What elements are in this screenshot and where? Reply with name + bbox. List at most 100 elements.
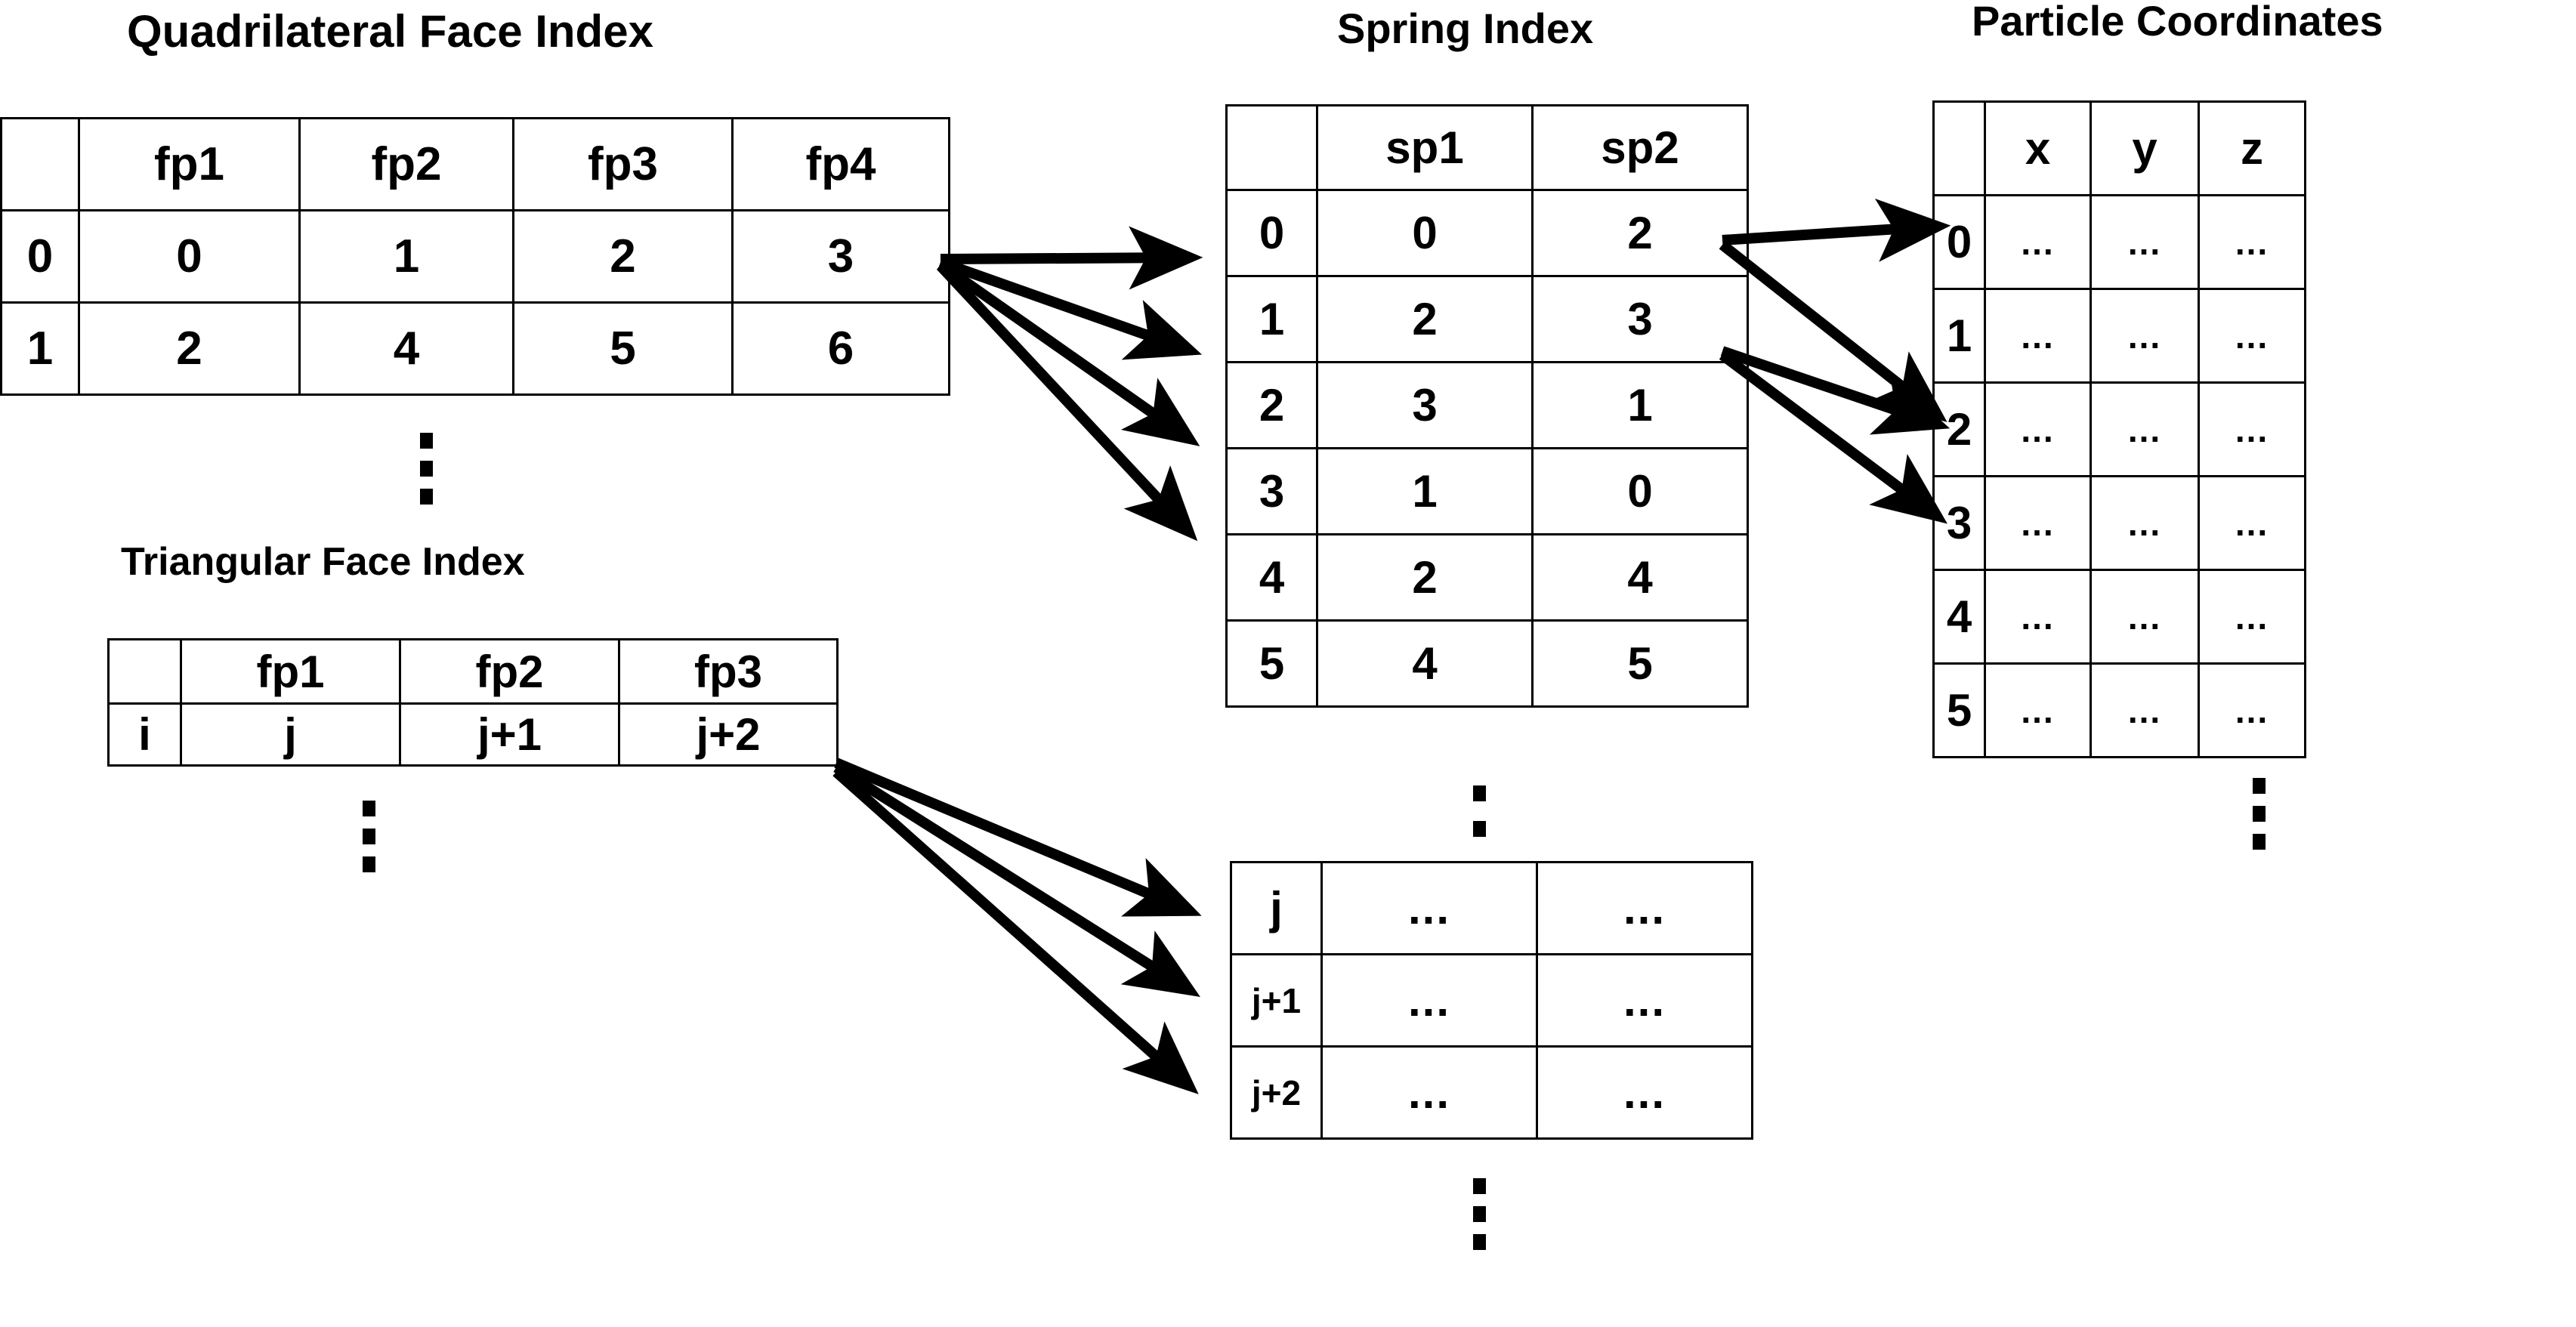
table-row: j+2 ... ... [1230,1045,1753,1140]
dot [363,856,375,872]
tri-face-index-table: fp1 fp2 fp3 i j j+1 j+2 [107,638,839,767]
spring-index-col-sp1: sp1 [1316,104,1534,191]
particle-coordinates-row-0-x: ... [1984,194,2092,290]
spring-index-row-5-index: 5 [1225,619,1318,708]
particle-coordinates-row-5-index: 5 [1932,662,1986,758]
spring-index-lower-row-j-plus-1-sp2: ... [1536,953,1753,1048]
spring-index-header-row: sp1 sp2 [1225,104,1749,191]
particle-coordinates-row-1-x: ... [1984,288,2092,384]
particle-coordinates-row-0-y: ... [2090,194,2200,290]
dot [2253,806,2266,822]
quad-face-index-row-0-fp4: 3 [731,209,950,304]
table-row: 0 0 2 [1225,189,1749,277]
quad-face-index-continuation-dots [420,433,433,505]
particle-coordinates-row-4-y: ... [2090,569,2200,665]
particle-coordinates-row-1-index: 1 [1932,288,1986,384]
spring-index-row-4-sp2: 4 [1531,533,1749,622]
quad-face-index-row-0-fp2: 1 [298,209,514,304]
spring-index-table: sp1 sp2 0 0 2 1 2 3 2 3 1 3 1 0 [1225,104,1749,708]
spring-index-lower-row-j-index: j [1230,861,1323,955]
dot [363,829,375,844]
spring-index-row-1-index: 1 [1225,275,1318,363]
table-row: 0 ... ... ... [1932,194,2306,290]
particle-coordinates-row-2-index: 2 [1932,381,1986,477]
particle-coordinates-row-2-y: ... [2090,381,2200,477]
spring-index-row-4-sp1: 2 [1316,533,1534,622]
table-row: j ... ... [1230,861,1753,955]
tri-face-index-row-i-index: i [107,702,182,767]
particle-coordinates-row-5-x: ... [1984,662,2092,758]
dot [1473,1178,1486,1194]
dot [1473,821,1486,837]
table-row: 0 0 1 2 3 [0,209,950,304]
quad-face-index-col-fp2: fp2 [298,117,514,211]
tri-face-index-row-i-fp3: j+2 [618,702,839,767]
quad-face-index-row-1-fp3: 5 [512,301,734,396]
quad-face-index-row-1-index: 1 [0,301,80,396]
quad-face-index-title: Quadrilateral Face Index [127,6,653,57]
particle-coordinates-row-0-index: 0 [1932,194,1986,290]
spring-index-lower-row-j-sp1: ... [1320,861,1538,955]
tri-face-index-row-i-fp2: j+1 [399,702,620,767]
particle-coordinates-row-5-z: ... [2198,662,2306,758]
spring-index-lower-row-j-plus-2-sp2: ... [1536,1045,1753,1140]
table-row: 3 1 0 [1225,447,1749,535]
particle-coordinates-header-row: x y z [1932,100,2306,196]
particle-coordinates-row-4-z: ... [2198,569,2306,665]
spring-index-row-2-sp2: 1 [1531,361,1749,449]
table-row: 1 ... ... ... [1932,288,2306,384]
table-row: 4 2 4 [1225,533,1749,622]
tri-face-index-corner [107,638,182,705]
arrow-spring1-to-particle-3 [1719,350,1947,524]
quad-face-index-row-0-fp3: 2 [512,209,734,304]
quad-face-index-header-row: fp1 fp2 fp3 fp4 [0,117,950,211]
tri-face-index-col-fp3: fp3 [618,638,839,705]
spring-index-row-2-sp1: 3 [1316,361,1534,449]
quad-face-index-row-1-fp1: 2 [78,301,301,396]
particle-coordinates-row-3-y: ... [2090,475,2200,571]
arrow-group-spring-to-particle [1719,198,1951,524]
quad-face-index-row-1-fp2: 4 [298,301,514,396]
particle-coordinates-row-0-z: ... [2198,194,2306,290]
particle-coordinates-table: x y z 0 ... ... ... 1 ... ... ... 2 ... … [1932,100,2306,758]
spring-index-title: Spring Index [1337,5,1594,52]
spring-index-continuation-dots-lower [1473,1178,1486,1250]
spring-index-row-0-index: 0 [1225,189,1318,277]
arrow-spring1-to-particle-2 [1720,346,1951,435]
dot [2253,778,2266,794]
tri-face-index-continuation-dots [363,801,375,872]
tri-face-index-col-fp1: fp1 [180,638,401,705]
arrow-group-tri-to-spring [832,758,1202,1094]
particle-coordinates-row-3-index: 3 [1932,475,1986,571]
quad-face-index-row-0-fp1: 0 [78,209,301,304]
spring-index-row-1-sp1: 2 [1316,275,1534,363]
table-row: 3 ... ... ... [1932,475,2306,571]
quad-face-index-row-0-index: 0 [0,209,80,304]
particle-coordinates-row-4-x: ... [1984,569,2092,665]
arrow-tri-to-spring-j-plus-2 [832,767,1199,1094]
particle-coordinates-row-2-z: ... [2198,381,2306,477]
particle-coordinates-row-1-y: ... [2090,288,2200,384]
dot [420,433,433,449]
particle-coordinates-row-1-z: ... [2198,288,2306,384]
particle-coordinates-continuation-dots [2253,778,2266,850]
dot [1473,1234,1486,1250]
dot [363,801,375,816]
particle-coordinates-corner [1932,100,1986,196]
arrow-spring0-to-particle-2 [1719,240,1947,422]
spring-index-lower-row-j-plus-1-index: j+1 [1230,953,1323,1048]
spring-index-row-1-sp2: 3 [1531,275,1749,363]
table-row: 4 ... ... ... [1932,569,2306,665]
particle-coordinates-col-z: z [2198,100,2306,196]
spring-index-lower-row-j-plus-2-sp1: ... [1320,1045,1538,1140]
tri-face-index-row-i-fp1: j [180,702,401,767]
particle-coordinates-col-y: y [2090,100,2200,196]
arrow-group-quad-to-spring [936,226,1203,542]
tri-face-index-header-row: fp1 fp2 fp3 [107,638,839,705]
spring-index-continuation-dots-upper [1473,785,1486,837]
spring-index-lower-row-j-sp2: ... [1536,861,1753,955]
quad-face-index-corner [0,117,80,211]
arrow-quad-to-spring-0 [940,226,1203,290]
table-row: j+1 ... ... [1230,953,1753,1048]
